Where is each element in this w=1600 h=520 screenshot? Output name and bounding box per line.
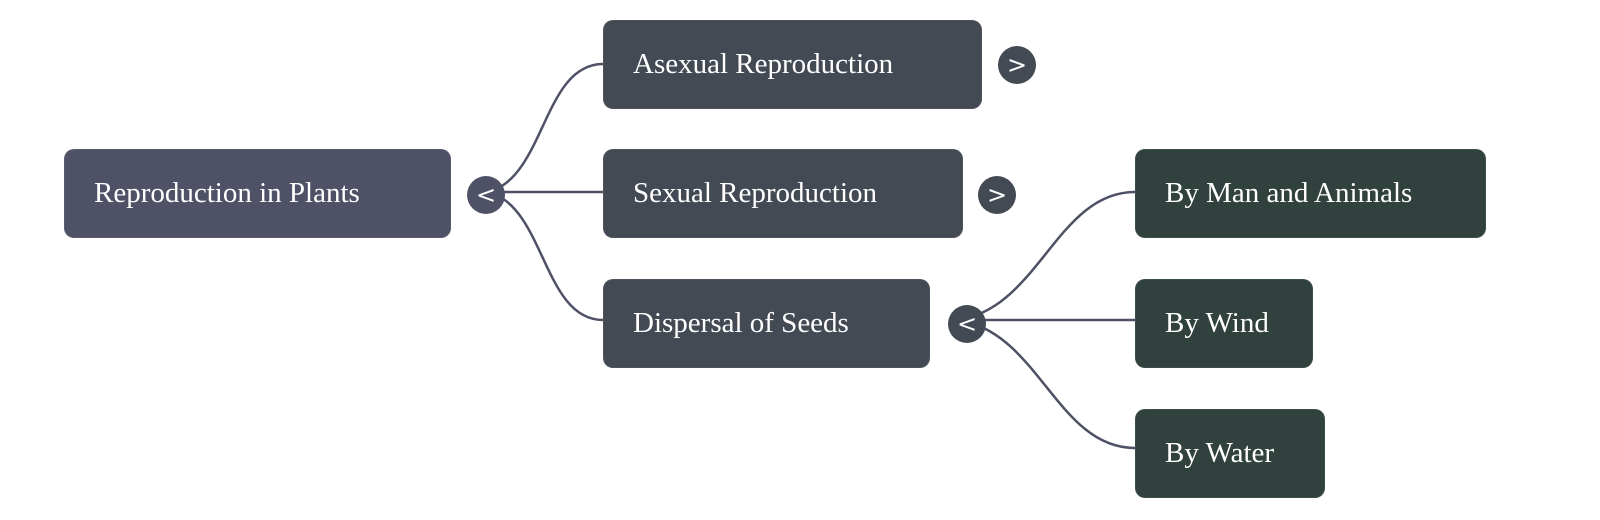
chevron-left-icon: < (956, 310, 978, 338)
node-label: By Man and Animals (1165, 177, 1413, 209)
chevron-left-icon: < (475, 181, 497, 209)
node-label: By Water (1165, 437, 1275, 469)
chevron-right-icon: > (1006, 51, 1028, 79)
node-label: Dispersal of Seeds (633, 307, 849, 339)
collapse-toggle-dispersal[interactable]: < (948, 305, 986, 343)
root-node[interactable]: Reproduction in Plants (64, 149, 451, 238)
node-by-wind[interactable]: By Wind (1135, 279, 1313, 368)
node-label: Sexual Reproduction (633, 177, 878, 209)
node-by-man-and-animals[interactable]: By Man and Animals (1135, 149, 1486, 238)
node-by-water[interactable]: By Water (1135, 409, 1325, 498)
chevron-right-icon: > (986, 181, 1008, 209)
expand-toggle-sexual[interactable]: > (978, 176, 1016, 214)
link-dispersal-man-animals (966, 190, 1136, 320)
node-sexual-reproduction[interactable]: Sexual Reproduction (603, 149, 963, 238)
link-root-dispersal (493, 192, 604, 322)
link-dispersal-water (966, 320, 1136, 450)
link-root-asexual (493, 62, 604, 192)
root-node-label: Reproduction in Plants (94, 177, 360, 209)
collapse-toggle-root[interactable]: < (467, 176, 505, 214)
expand-toggle-asexual[interactable]: > (998, 46, 1036, 84)
node-asexual-reproduction[interactable]: Asexual Reproduction (603, 20, 982, 109)
node-dispersal-of-seeds[interactable]: Dispersal of Seeds (603, 279, 930, 368)
node-label: By Wind (1165, 307, 1269, 339)
node-label: Asexual Reproduction (633, 48, 894, 80)
